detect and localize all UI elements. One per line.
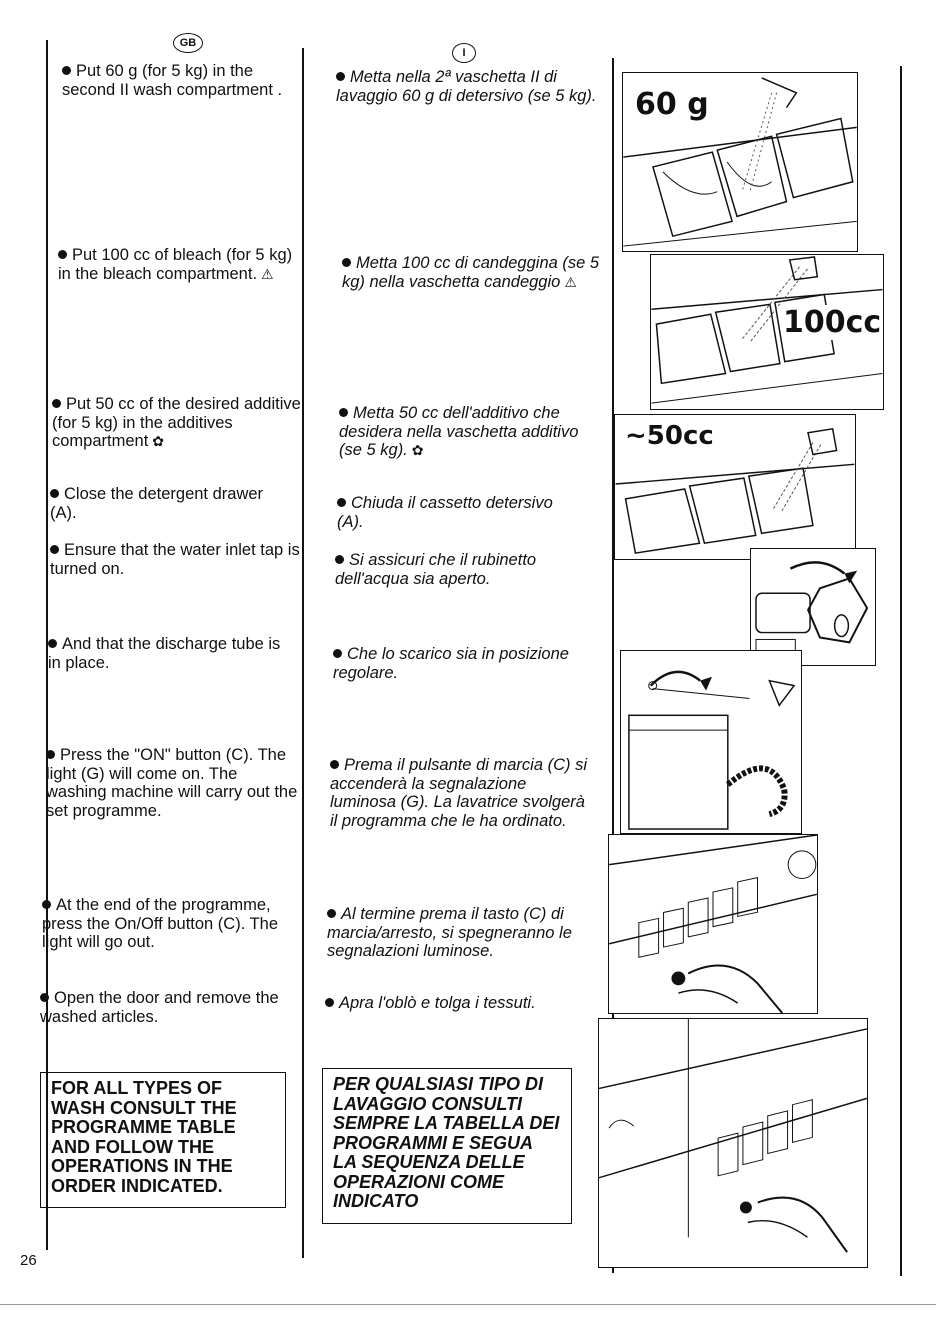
italian-step-1: Metta nella 2ª vaschetta II di lavaggio … <box>336 68 597 105</box>
bullet-icon <box>337 498 346 508</box>
bullet-icon <box>62 66 71 76</box>
flower-icon: ✿ <box>411 442 424 458</box>
english-step-3: Put 50 cc of the desired additive (for 5… <box>52 395 301 450</box>
left-column-rule <box>46 40 48 1250</box>
warning-triangle-icon: ⚠ <box>261 265 274 282</box>
bullet-icon <box>327 909 336 919</box>
bullet-icon <box>325 998 334 1008</box>
flower-icon: ✿ <box>152 433 165 449</box>
english-step-4: Close the detergent drawer (A). <box>50 485 264 522</box>
bullet-icon <box>58 250 67 260</box>
bullet-icon <box>333 649 342 659</box>
italian-language-badge: I <box>452 43 476 63</box>
additive-compartment-illustration: ~50cc <box>614 414 856 560</box>
italian-step-6: Che lo scarico sia in posizione regolare… <box>333 645 569 682</box>
english-step-9: Open the door and remove the washed arti… <box>40 989 279 1026</box>
bullet-icon <box>50 489 59 499</box>
discharge-tube-illustration <box>620 650 802 834</box>
on-button-illustration <box>608 834 818 1014</box>
italian-step-3: Metta 50 cc dell'additivo che desidera n… <box>339 404 579 459</box>
bullet-icon <box>46 750 55 760</box>
bullet-icon <box>339 408 348 418</box>
english-language-badge: GB <box>173 33 203 53</box>
italian-step-2: Metta 100 cc di candeggina (se 5 kg) nel… <box>342 254 600 291</box>
bullet-icon <box>336 72 345 82</box>
english-step-2: Put 100 cc of bleach (for 5 kg) in the b… <box>58 246 293 283</box>
bullet-icon <box>50 545 59 555</box>
bleach-amount-label: 100cc <box>783 305 882 340</box>
italian-step-4: Chiuda il cassetto detersivo (A). <box>337 494 553 531</box>
right-column-rule-a <box>612 58 614 1273</box>
italian-step-7: Prema il pulsante di marcia (C) si accen… <box>330 756 587 830</box>
right-column-rule-b <box>900 66 902 1276</box>
english-step-6: And that the discharge tube is in place. <box>48 635 281 672</box>
english-step-8: At the end of the programme, press the O… <box>42 896 279 951</box>
additive-amount-label: ~50cc <box>625 421 714 451</box>
english-notice-box: FOR ALL TYPES OF WASH CONSULT THE PROGRA… <box>40 1072 286 1208</box>
bottom-dotted-rule <box>0 1304 936 1305</box>
english-step-5: Ensure that the water inlet tap is turne… <box>50 541 300 578</box>
bullet-icon <box>52 399 61 409</box>
bullet-icon <box>330 760 339 770</box>
bullet-icon <box>48 639 57 649</box>
middle-column-rule <box>302 48 304 1258</box>
water-tap-illustration <box>750 548 876 666</box>
italian-step-8: Al termine prema il tasto (C) di marcia/… <box>327 905 572 960</box>
page-number: 26 <box>20 1252 37 1269</box>
bullet-icon <box>335 555 344 565</box>
detergent-drawer-illustration: 60 g <box>622 72 858 252</box>
warning-triangle-icon: ⚠ <box>564 273 577 290</box>
italian-step-5: Si assicuri che il rubinetto dell'acqua … <box>335 551 537 588</box>
bullet-icon <box>40 993 49 1003</box>
english-step-7: Press the "ON" button (C). The light (G)… <box>46 746 298 820</box>
detergent-amount-label: 60 g <box>635 87 709 122</box>
italian-step-9: Apra l'oblò e tolga i tessuti. <box>325 994 595 1013</box>
bleach-compartment-illustration: 100cc <box>650 254 884 410</box>
english-step-1: Put 60 g (for 5 kg) in the second II was… <box>62 62 283 99</box>
bullet-icon <box>42 900 51 910</box>
italian-notice-box: PER QUALSIASI TIPO DI LAVAGGIO CONSULTI … <box>322 1068 572 1224</box>
off-button-illustration <box>598 1018 868 1268</box>
bullet-icon <box>342 258 351 268</box>
